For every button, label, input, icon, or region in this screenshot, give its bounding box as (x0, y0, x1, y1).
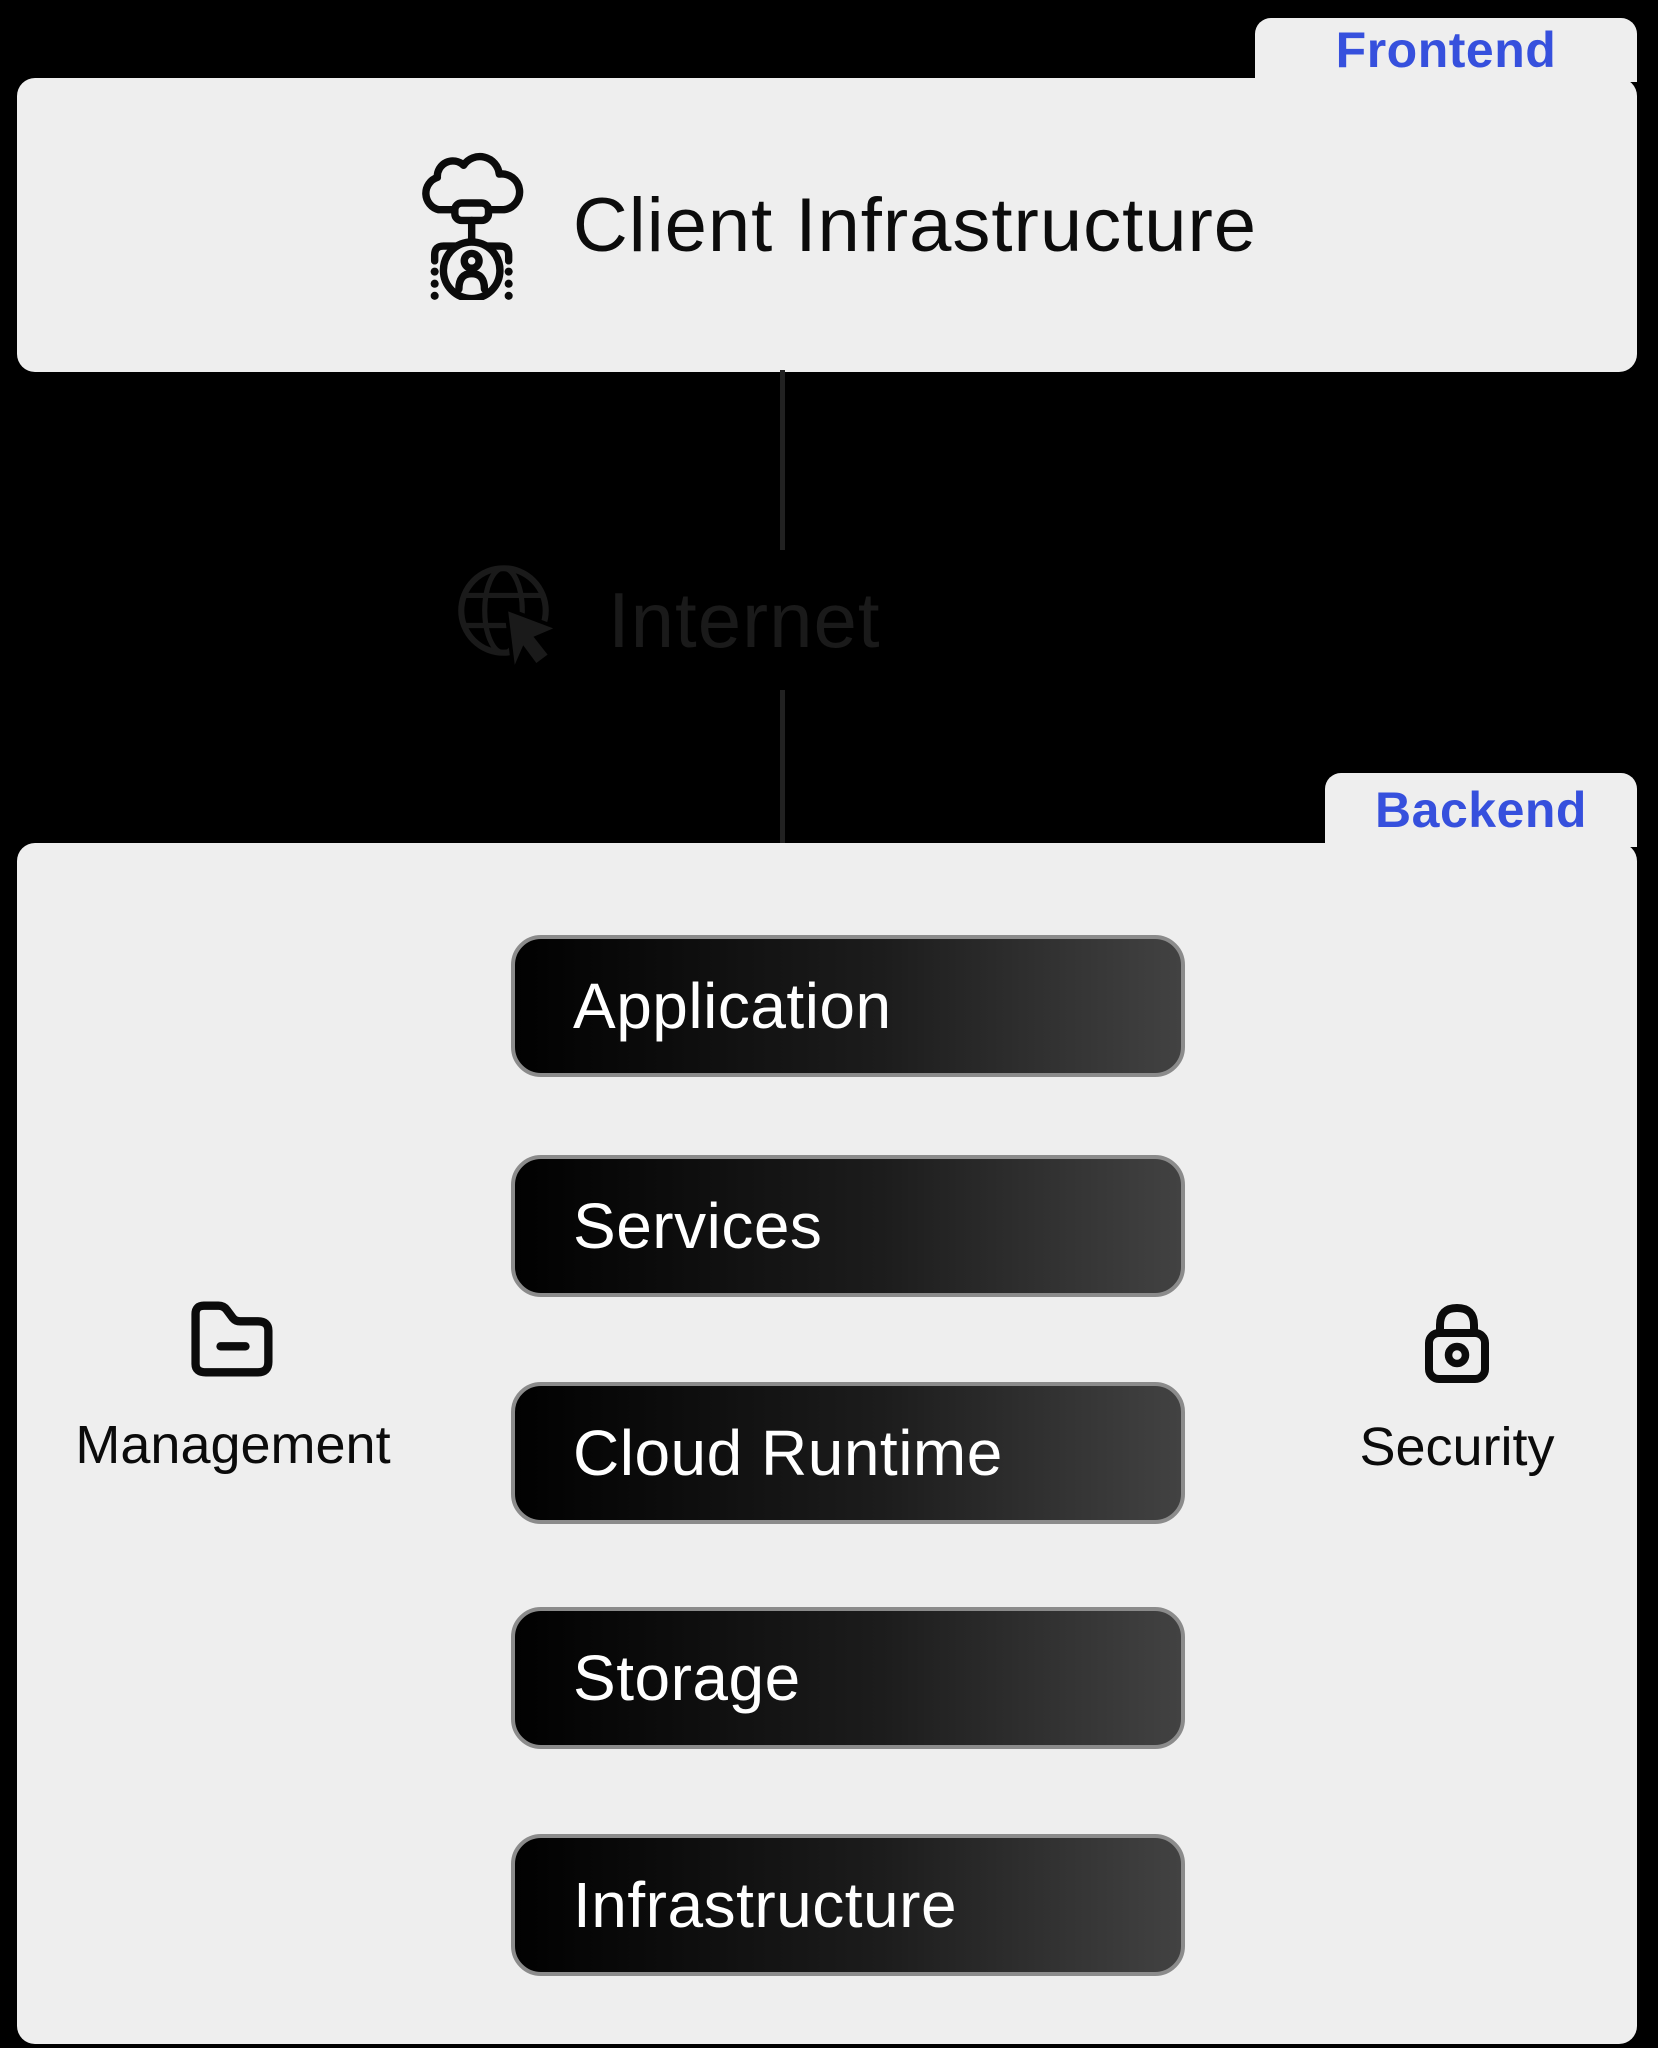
layer-storage-label: Storage (573, 1642, 801, 1714)
client-infrastructure-panel: Client Infrastructure (17, 78, 1637, 372)
lock-icon (1407, 1293, 1507, 1398)
layer-infrastructure: Infrastructure (511, 1834, 1185, 1976)
management-label: Management (75, 1415, 391, 1475)
internet-node: Internet (428, 550, 903, 690)
folder-icon (181, 1287, 285, 1396)
layer-infrastructure-label: Infrastructure (573, 1869, 958, 1941)
internet-label: Internet (608, 575, 881, 664)
layer-cloud-runtime: Cloud Runtime (511, 1382, 1185, 1524)
layer-storage: Storage (511, 1607, 1185, 1749)
layer-application: Application (511, 935, 1185, 1077)
client-infrastructure-title: Client Infrastructure (572, 182, 1258, 268)
cloud-user-icon (397, 145, 545, 305)
frontend-badge-label: Frontend (1335, 22, 1557, 78)
globe-internet-icon (450, 557, 572, 684)
layer-services: Services (511, 1155, 1185, 1297)
management-group: Management (53, 1287, 413, 1476)
layer-application-label: Application (573, 970, 892, 1042)
layer-cloud-runtime-label: Cloud Runtime (573, 1417, 1003, 1489)
security-label: Security (1359, 1417, 1555, 1477)
backend-badge: Backend (1325, 773, 1637, 847)
frontend-badge: Frontend (1255, 18, 1637, 82)
layer-services-label: Services (573, 1190, 823, 1262)
backend-panel: Application Services Cloud Runtime Stora… (17, 843, 1637, 2044)
backend-badge-label: Backend (1375, 782, 1587, 838)
security-group: Security (1277, 1293, 1637, 1478)
